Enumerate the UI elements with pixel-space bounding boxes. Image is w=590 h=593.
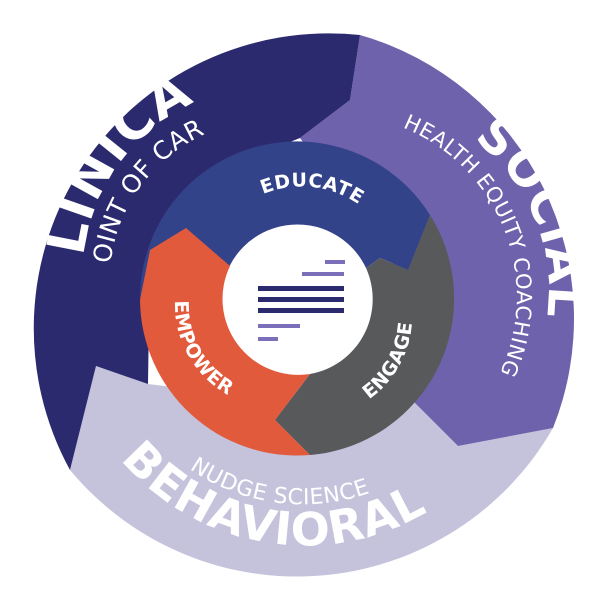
icon-line xyxy=(258,308,344,313)
icon-line xyxy=(302,272,344,276)
clinical-segment xyxy=(33,33,361,471)
empower-segment xyxy=(140,228,310,456)
icon-line xyxy=(325,260,345,264)
icon-line xyxy=(258,286,344,291)
icon-line xyxy=(258,297,344,302)
icon-line xyxy=(258,324,300,328)
behavioral-segment xyxy=(70,366,553,577)
text-lines-icon xyxy=(258,260,345,341)
icon-line xyxy=(258,337,278,341)
engage-segment xyxy=(275,215,455,455)
